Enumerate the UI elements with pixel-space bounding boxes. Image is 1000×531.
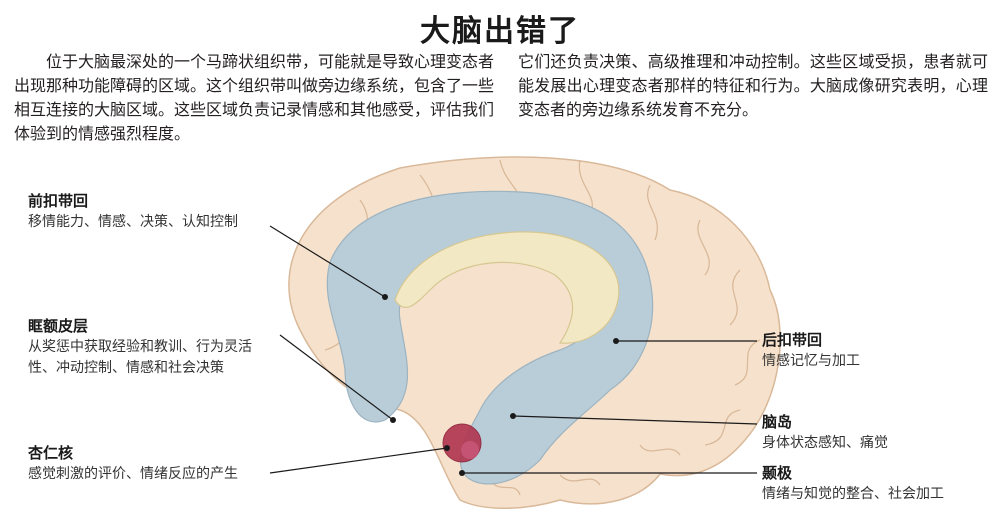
page-title: 大脑出错了 bbox=[420, 14, 580, 49]
label-insula: 脑岛 身体状态感知、痛觉 bbox=[762, 412, 992, 454]
label-pcc-name: 后扣带回 bbox=[762, 331, 823, 349]
leader-dots bbox=[382, 294, 619, 476]
paralimbic-system bbox=[326, 190, 654, 485]
corpus-callosum bbox=[394, 231, 620, 344]
label-acc: 前扣带回 移情能力、情感、决策、认知控制 bbox=[28, 191, 288, 233]
label-pcc-desc: 情感记忆与加工 bbox=[762, 353, 860, 369]
label-temporal-pole: 颞极 情绪与知觉的整合、社会加工 bbox=[762, 463, 998, 505]
intro-paragraph-right: 它们还负责决策、高级推理和冲动控制。这些区域受损，患者就可能发展出心理变态者那样… bbox=[518, 52, 988, 119]
intro-paragraph-left: 位于大脑最深处的一个马蹄状组织带，可能就是导致心理变态者出现那种功能障碍的区域。… bbox=[14, 52, 495, 143]
label-ofc-name: 眶额皮层 bbox=[28, 317, 89, 335]
label-amygdala-desc: 感觉刺激的评价、情绪反应的产生 bbox=[28, 466, 238, 482]
label-pcc: 后扣带回 情感记忆与加工 bbox=[762, 330, 992, 372]
leader-lines bbox=[269, 225, 758, 474]
label-acc-desc: 移情能力、情感、决策、认知控制 bbox=[28, 214, 238, 230]
label-ofc: 眶额皮层 从奖惩中获取经验和教训、行为灵活性、冲动控制、情感和社会决策 bbox=[28, 316, 272, 379]
label-insula-desc: 身体状态感知、痛觉 bbox=[762, 435, 888, 451]
label-amygdala: 杏仁核 感觉刺激的评价、情绪反应的产生 bbox=[28, 443, 288, 485]
label-acc-name: 前扣带回 bbox=[28, 192, 89, 210]
label-ofc-desc: 从奖惩中获取经验和教训、行为灵活性、冲动控制、情感和社会决策 bbox=[28, 339, 252, 376]
label-temporal-pole-desc: 情绪与知觉的整合、社会加工 bbox=[762, 486, 944, 502]
label-amygdala-name: 杏仁核 bbox=[28, 444, 74, 462]
label-temporal-pole-name: 颞极 bbox=[762, 464, 793, 482]
label-insula-name: 脑岛 bbox=[762, 413, 793, 431]
